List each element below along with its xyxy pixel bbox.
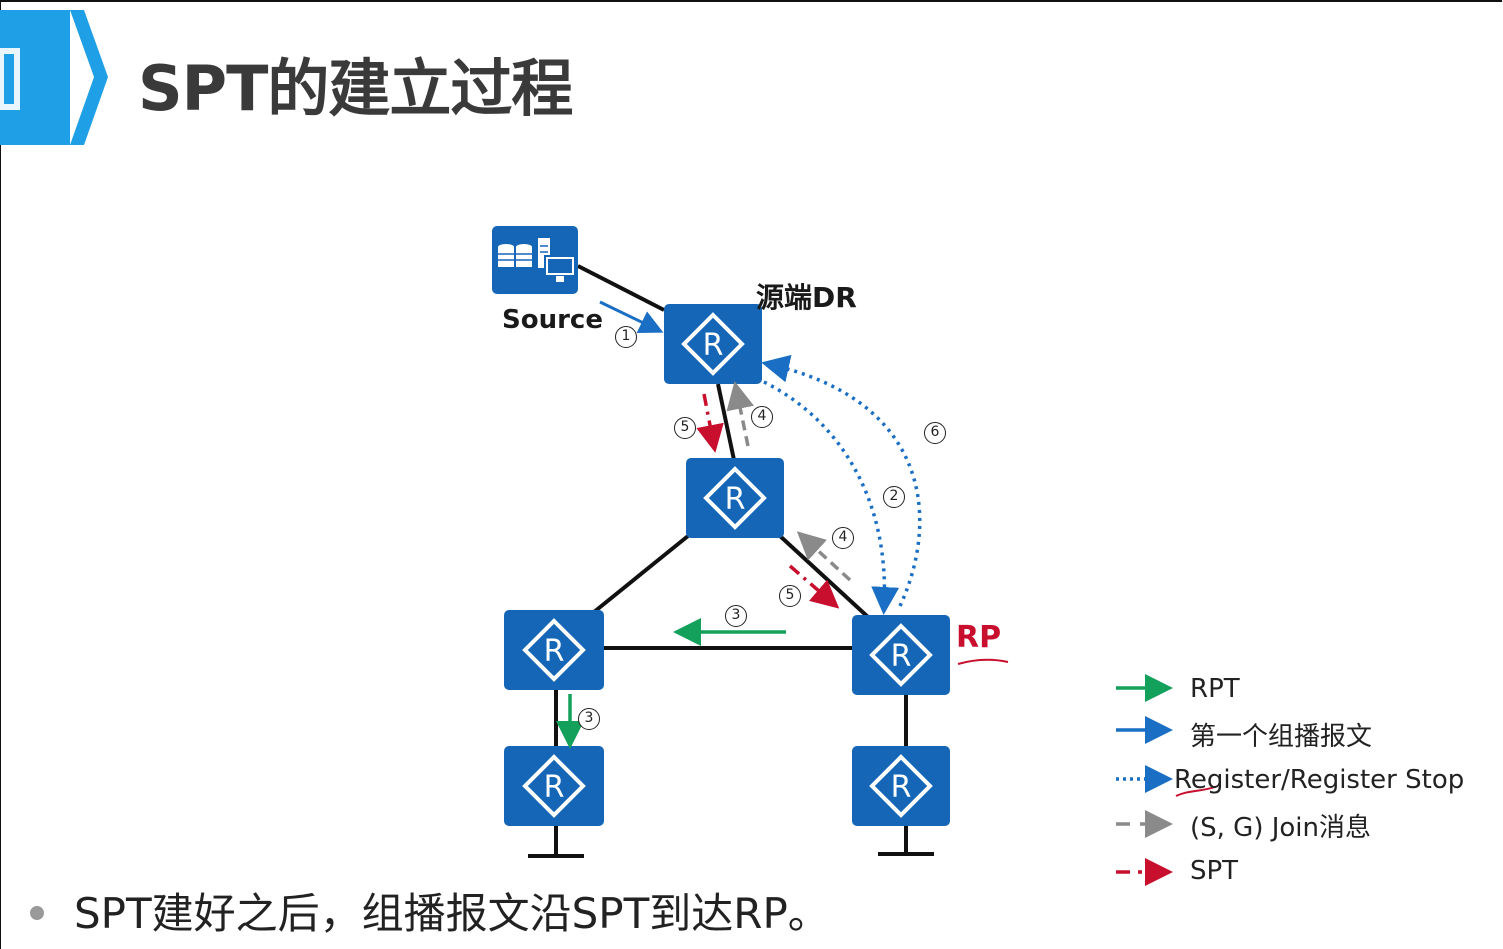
arrow-join-rp-mid [796,531,852,582]
link-mid-rp [778,534,870,619]
source-label: Source [502,305,603,335]
step-6-badge: 6 [924,422,946,444]
arrow-spt-mid-rp [788,564,840,609]
arrow-first-packet [599,300,664,333]
legend-first-packet: 第一个组播报文 [1190,722,1373,752]
router-source-dr: R [664,304,762,384]
router-bottom-left: R [504,746,604,826]
step-5-badge: 5 [674,417,696,439]
rp-underline [957,658,1009,665]
router-letter: R [544,634,565,669]
header-accent [0,10,108,145]
bullet-text: SPT建好之后，组播报文沿SPT到达RP。 [74,889,830,938]
link-source-dr [577,264,665,312]
legend-lines [1116,674,1219,886]
router-letter: R [544,770,565,805]
source-dr-label: 源端DR [756,281,857,314]
router-letter: R [725,482,746,517]
legend-rpt: RPT [1190,674,1240,704]
router-letter: R [703,328,724,363]
step-3-badge: 3 [725,605,747,627]
rp-label: RP [956,620,1002,655]
arrow-register [763,380,900,615]
legend-spt: SPT [1190,856,1239,886]
step-4-badge-lower: 4 [832,527,854,549]
step-3-badge-lower: 3 [578,708,600,730]
step-4-badge: 4 [751,406,773,428]
router-letter: R [891,770,912,805]
router-rp: R [852,615,950,695]
arrow-register-stop [761,354,922,607]
source-server-icon [492,226,578,294]
link-dr-mid [716,383,736,461]
router-middle: R [686,458,784,538]
router-letter: R [891,639,912,674]
legend-join: (S, G) Join消息 [1190,813,1372,843]
arrow-join-mid-dr [726,381,754,447]
step-2-badge: 2 [883,486,905,508]
page-title: SPT的建立过程 [138,52,573,125]
router-bottom-right: R [852,746,950,826]
step-5-badge-lower: 5 [779,585,801,607]
bullet-dot [30,906,44,920]
step-1-badge: 1 [615,326,637,348]
arrow-spt-dr-mid [696,393,724,453]
routers: R R R R R R [504,304,950,826]
link-mid-left [592,534,690,614]
router-left: R [504,610,604,690]
legend-register: Register/Register Stop [1174,765,1465,795]
